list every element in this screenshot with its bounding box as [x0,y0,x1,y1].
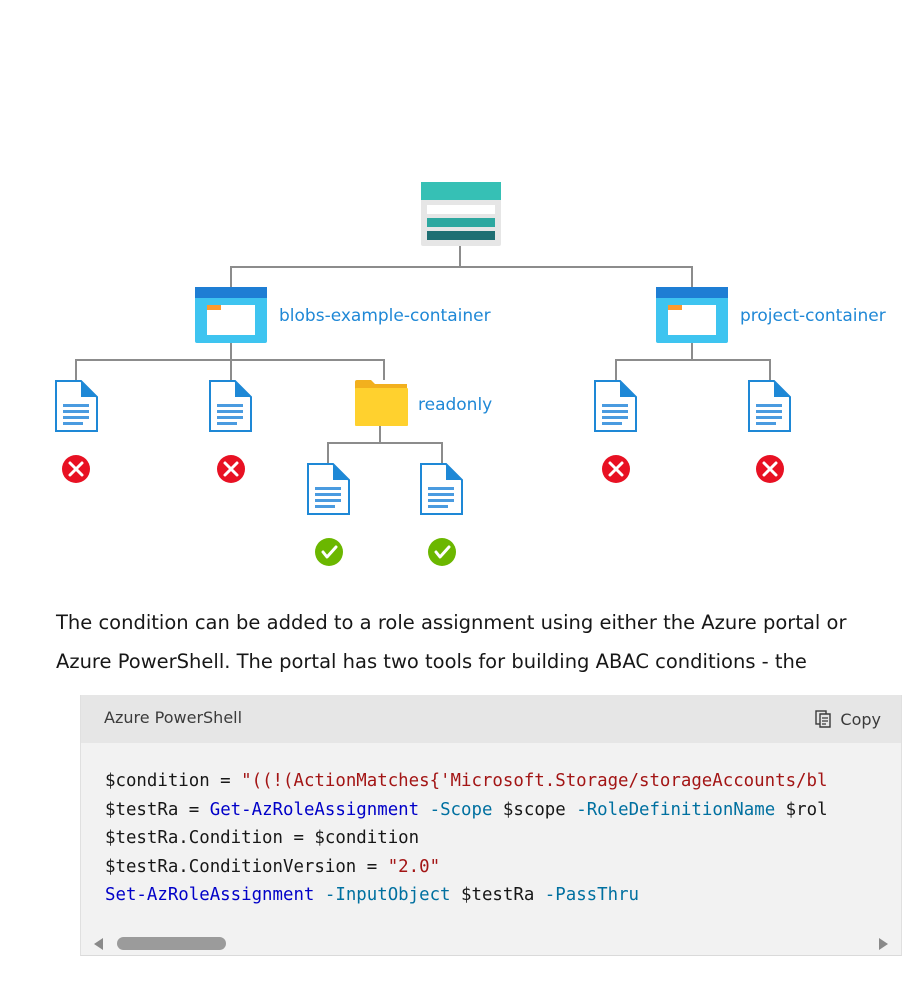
code-token: = [283,828,315,849]
x-circle-icon [754,453,786,485]
horizontal-scrollbar[interactable] [81,933,901,955]
container-label-blobs-example-container: blobs-example-container [279,306,491,326]
container-icon [656,287,728,343]
copy-button-label: Copy [840,709,881,729]
code-token: = [356,856,388,877]
code-token [534,885,544,905]
check-circle-icon [313,536,345,568]
paragraph-line: Azure PowerShell. The portal has two too… [56,650,807,673]
code-token: $condition [105,771,210,791]
code-token: Set-AzRoleAssignment [105,885,315,906]
code-line: Set-AzRoleAssignment -InputObject $testR… [105,881,828,910]
container-label-project-container: project-container [740,306,886,326]
code-header: Azure PowerShell Copy [81,695,901,743]
copy-button[interactable]: Copy [815,706,881,732]
code-token: -PassThru [544,885,640,906]
code-token: -Scope [429,799,493,820]
code-token: $scope [502,799,566,820]
code-token [451,885,461,905]
document-icon [748,380,791,432]
connector-lines [75,246,771,464]
x-circle-icon [60,453,92,485]
code-line: $testRa.Condition = $condition [105,824,828,853]
code-token: Get-AzRoleAssignment [209,799,420,820]
document-icon [594,380,637,432]
folder-label-readonly: readonly [418,395,492,415]
storage-hierarchy-diagram: blobs-example-container project-containe… [55,182,886,568]
code-block: Azure PowerShell Copy $condition = "((!(… [80,695,902,956]
document-icon [420,463,463,515]
code-token: -RoleDefinitionName [576,799,776,820]
code-language-label: Azure PowerShell [104,708,243,727]
code-line: $testRa = Get-AzRoleAssignment -Scope $s… [105,796,828,825]
scrollbar-thumb[interactable] [117,937,226,950]
paragraph-line: The condition can be added to a role ass… [56,611,847,634]
code-token: -InputObject [324,885,451,906]
code-token: $testRa [461,885,535,906]
container-icon [195,287,267,343]
x-circle-icon [600,453,632,485]
code-token [566,800,576,820]
code-token [492,800,502,820]
document-icon [209,380,252,432]
document-icon [55,380,98,432]
paragraph: The condition can be added to a role ass… [56,603,922,681]
x-circle-icon [215,453,247,485]
code-token: $testRa.Condition [105,828,283,849]
code-token: "((!(ActionMatches{'Microsoft.Storage/st… [241,771,828,791]
code-line: $testRa.ConditionVersion = "2.0" [105,853,828,882]
code-line: $condition = "((!(ActionMatches{'Microso… [105,767,828,796]
code-token: = [178,799,210,820]
code-token: $testRa.ConditionVersion [105,856,357,877]
code-token: = [209,771,242,791]
code-token [775,800,785,820]
folder-icon [355,380,408,426]
code-token: $condition [314,828,420,849]
code-token: $rol [785,799,828,820]
storage-account-icon [421,182,501,246]
code-token: $testRa [105,799,179,820]
code-token: "2.0" [387,856,441,877]
check-circle-icon [426,536,458,568]
copy-icon [815,710,832,728]
code-token [419,800,429,820]
scroll-right-arrow-icon[interactable] [879,938,888,950]
code-text[interactable]: $condition = "((!(ActionMatches{'Microso… [105,767,828,910]
scroll-left-arrow-icon[interactable] [94,938,103,950]
document-icon [307,463,350,515]
code-token [314,885,324,905]
